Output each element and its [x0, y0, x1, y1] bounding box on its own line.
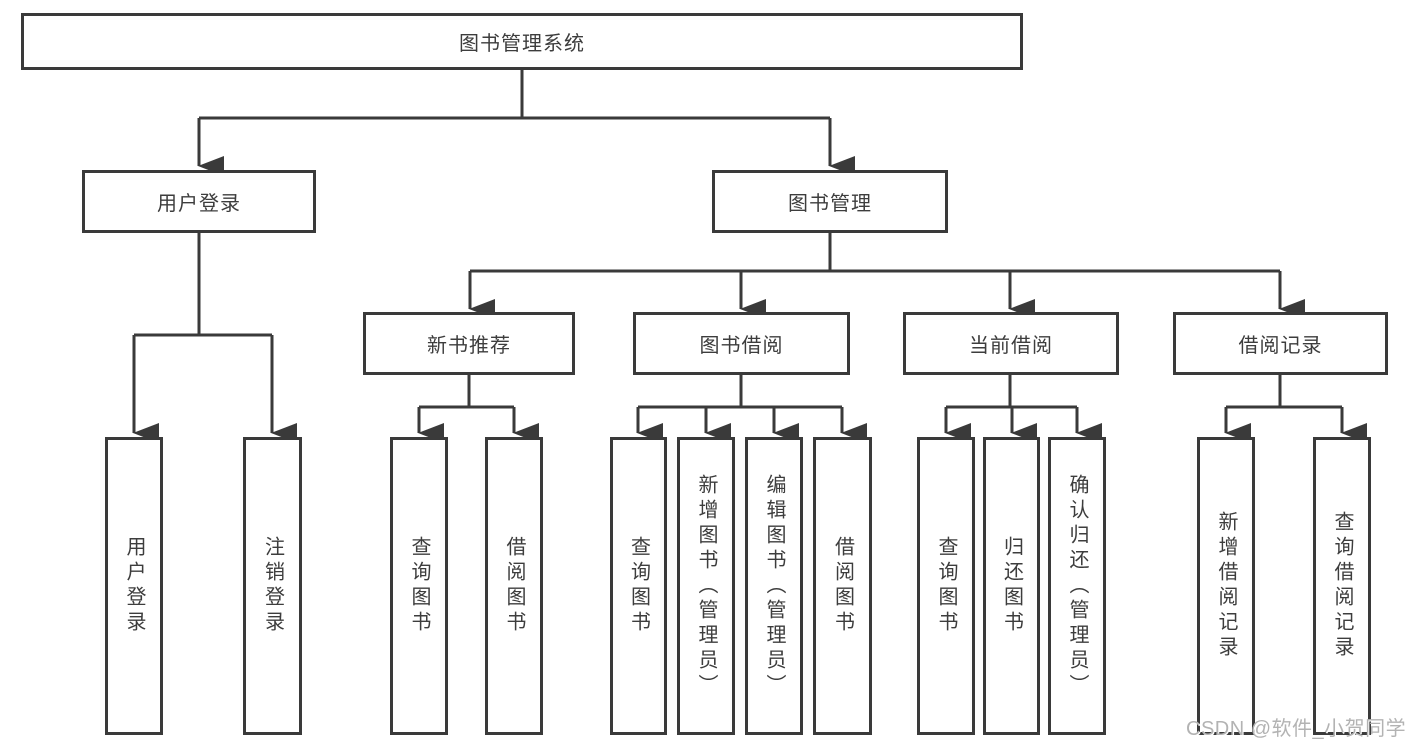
node-book-management: 图书管理	[712, 170, 948, 233]
leaf-newbook-borrow-books: 借阅图书	[485, 437, 543, 735]
leaf-borrow-add-books-admin: 新增图书（管理员）	[677, 437, 735, 735]
leaf-current-confirm-return-admin: 确认归还（管理员）	[1048, 437, 1106, 735]
node-library-management-system: 图书管理系统	[21, 13, 1023, 70]
leaf-newbook-query-books: 查询图书	[390, 437, 448, 735]
node-book-borrow: 图书借阅	[633, 312, 850, 375]
node-user-login: 用户登录	[82, 170, 316, 233]
leaf-borrow-query-books: 查询图书	[610, 437, 667, 735]
leaf-record-query-borrow-record: 查询借阅记录	[1313, 437, 1371, 735]
leaf-current-query-books: 查询图书	[917, 437, 975, 735]
leaf-borrow-edit-books-admin: 编辑图书（管理员）	[745, 437, 803, 735]
leaf-current-return-books: 归还图书	[983, 437, 1040, 735]
node-current-borrow: 当前借阅	[903, 312, 1119, 375]
node-new-book-recommend: 新书推荐	[363, 312, 575, 375]
leaf-borrow-borrow-books: 借阅图书	[813, 437, 872, 735]
leaf-user-login: 用户登录	[105, 437, 163, 735]
leaf-record-add-borrow-record: 新增借阅记录	[1197, 437, 1255, 735]
csdn-watermark: CSDN @软件_小贺同学	[1186, 718, 1405, 740]
leaf-logout: 注销登录	[243, 437, 302, 735]
node-borrow-record: 借阅记录	[1173, 312, 1388, 375]
